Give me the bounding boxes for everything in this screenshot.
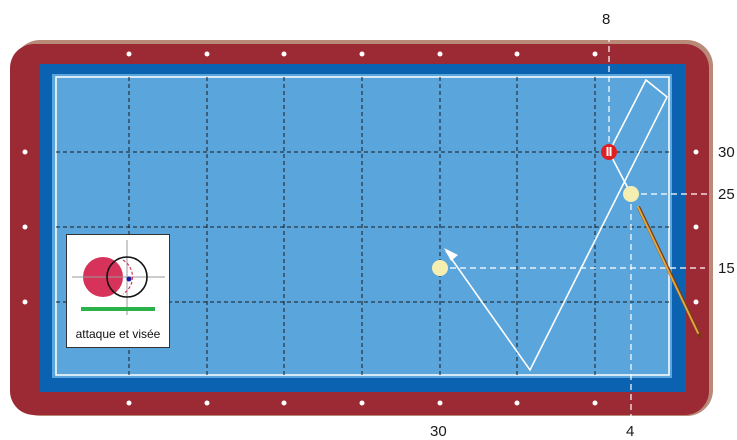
cue-ball xyxy=(623,186,639,202)
label-bottom-4: 4 xyxy=(626,424,634,439)
label-bottom-30: 30 xyxy=(430,424,447,439)
label-top-diamond-8: 8 xyxy=(602,12,610,27)
attack-aim-legend: attaque et visée xyxy=(66,234,170,348)
label-right-25: 25 xyxy=(718,187,735,202)
object-ball-yellow xyxy=(432,260,448,276)
label-right-15: 15 xyxy=(718,261,735,276)
label-right-30: 30 xyxy=(718,145,735,160)
aim-diagram-icon xyxy=(67,235,169,325)
legend-caption: attaque et visée xyxy=(67,327,169,341)
